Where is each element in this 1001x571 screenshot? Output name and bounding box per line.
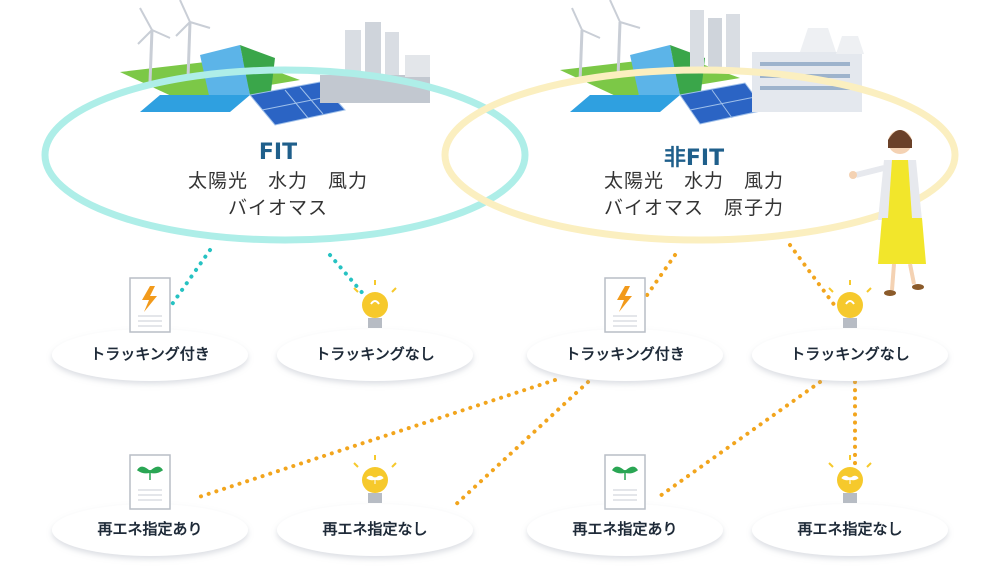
certificate-lightning-icon [604, 277, 646, 333]
biomass-plant-icon [320, 22, 430, 103]
fit-ring [41, 66, 529, 244]
certificate-sprout-icon [129, 454, 171, 510]
pill-bases [52, 329, 948, 556]
fit-sources-line2: バイオマス [227, 197, 328, 219]
connectors [166, 243, 857, 510]
renewable-designated-label: 再エネ指定あり [572, 520, 678, 538]
lightbulb-icon [353, 455, 397, 503]
presenter-woman-illustration [849, 130, 926, 296]
renewable-designated-label: 再エネ指定あり [97, 520, 203, 538]
fit-tracking-label: トラッキング付き [90, 345, 210, 363]
lightbulb-icon [353, 280, 397, 328]
renewable-not-designated-label: 再エネ指定なし [322, 520, 428, 538]
nonfit-sources-line1: 太陽光 水力 風力 [603, 170, 784, 192]
fit-title: FIT [258, 140, 298, 165]
fit-energy-illustration [120, 0, 430, 126]
nonfit-ring [441, 66, 959, 244]
nonfit-title: 非FIT [663, 146, 725, 171]
wind-turbine-icon [137, 0, 211, 83]
wind-turbine-icon [571, 0, 641, 83]
fit-no-tracking-label: トラッキングなし [315, 345, 435, 363]
solar-panel-icon [679, 82, 766, 125]
nonfit-sources-line2: バイオマス 原子力 [603, 197, 784, 219]
certificate-sprout-icon [604, 454, 646, 510]
nonfit-energy-illustration [560, 0, 864, 125]
nonfit-tracking-label: トラッキング付き [565, 345, 685, 363]
renewable-not-designated-label: 再エネ指定なし [797, 520, 903, 538]
nonfit-no-tracking-label: トラッキングなし [790, 345, 910, 363]
lightbulb-icon [828, 455, 872, 503]
fit-sources-line1: 太陽光 水力 風力 [187, 170, 368, 192]
lightbulb-icon [828, 280, 872, 328]
certificate-lightning-icon [129, 277, 171, 333]
